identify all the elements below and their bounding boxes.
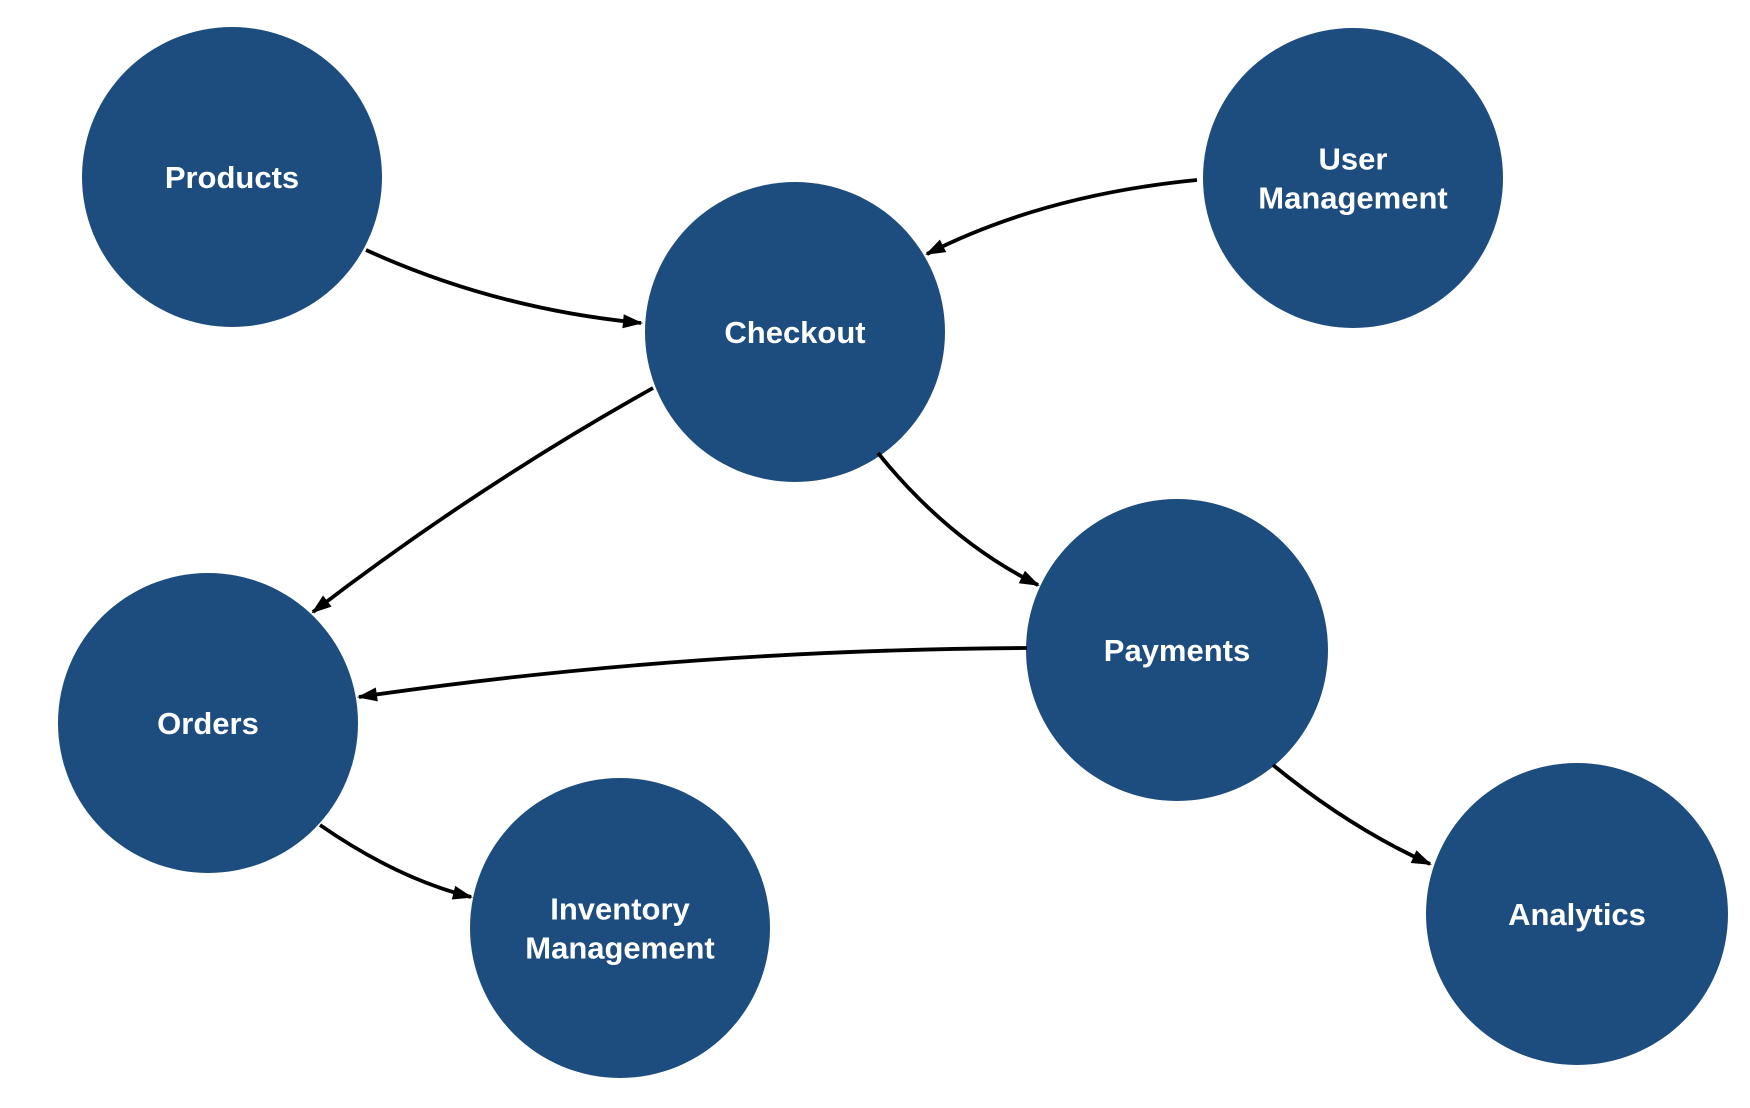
node-inventory-management-label-line: Inventory — [550, 892, 690, 927]
edge-orders-to-inventory-management — [318, 823, 473, 900]
node-payments-circle[interactable] — [1026, 499, 1328, 801]
node-analytics-label: Analytics — [1508, 897, 1646, 932]
edge-payments-to-orders — [357, 646, 1028, 702]
node-analytics-label-line: Analytics — [1508, 897, 1646, 932]
node-payments[interactable]: Payments — [1026, 499, 1328, 801]
node-user-management-label-line: Management — [1258, 181, 1447, 216]
node-user-management-label-line: User — [1319, 142, 1388, 177]
node-checkout-label: Checkout — [724, 315, 865, 350]
edge-payments-to-analytics — [1271, 763, 1432, 866]
node-products-label-line: Products — [165, 160, 299, 195]
node-checkout-label-line: Checkout — [724, 315, 865, 350]
edge-checkout-to-payments — [876, 451, 1040, 587]
node-user-management-circle[interactable] — [1203, 28, 1503, 328]
node-products-circle[interactable] — [82, 27, 382, 327]
node-inventory-management-label-line: Management — [525, 931, 714, 966]
node-payments-label-line: Payments — [1104, 633, 1250, 668]
node-orders[interactable]: Orders — [58, 573, 358, 873]
node-checkout[interactable]: Checkout — [645, 182, 945, 482]
node-products-label: Products — [165, 160, 299, 195]
node-analytics[interactable]: Analytics — [1426, 763, 1728, 1065]
edge-products-to-checkout — [365, 248, 643, 329]
edge-user-management-to-checkout — [925, 178, 1198, 256]
edge-checkout-to-orders — [311, 386, 654, 614]
node-orders-label-line: Orders — [157, 706, 259, 741]
node-orders-label: Orders — [157, 706, 259, 741]
node-checkout-circle[interactable] — [645, 182, 945, 482]
node-inventory-management-circle[interactable] — [470, 778, 770, 1078]
node-payments-label: Payments — [1104, 633, 1250, 668]
node-products[interactable]: Products — [82, 27, 382, 327]
node-analytics-circle[interactable] — [1426, 763, 1728, 1065]
node-orders-circle[interactable] — [58, 573, 358, 873]
